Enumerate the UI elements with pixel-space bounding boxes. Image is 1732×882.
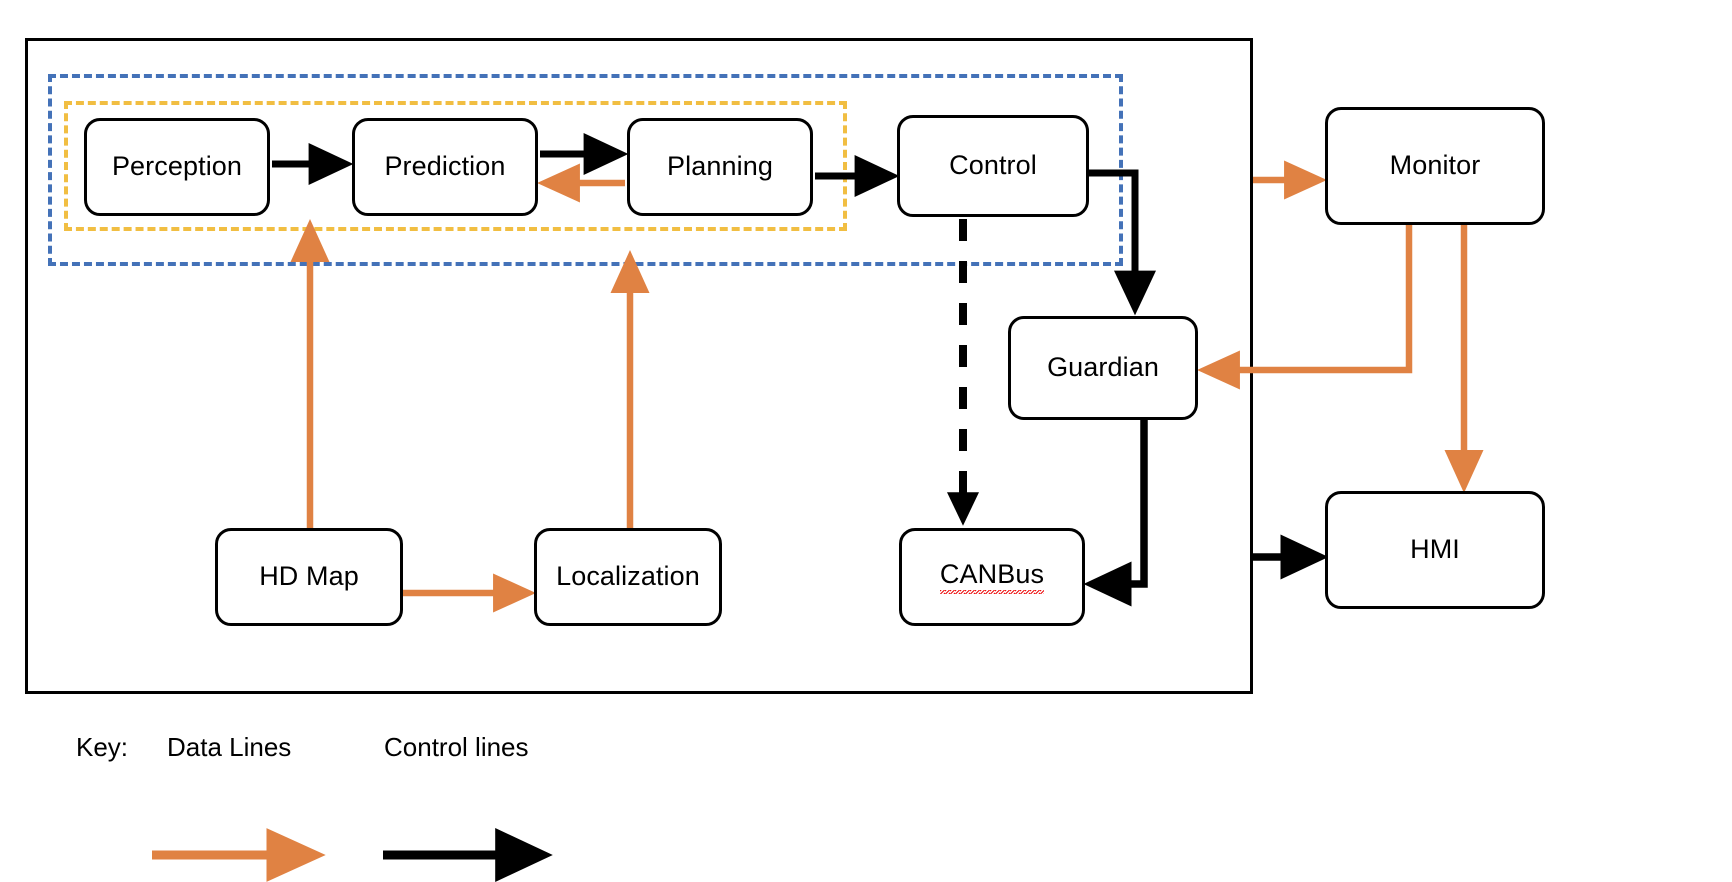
node-guardian-label: Guardian — [1047, 352, 1159, 383]
node-hd-map-label: HD Map — [259, 561, 359, 592]
node-hmi-label: HMI — [1410, 534, 1460, 565]
node-hd-map[interactable]: HD Map — [215, 528, 403, 626]
node-perception[interactable]: Perception — [84, 118, 270, 216]
key-label: Key: — [76, 732, 129, 762]
autonomy-stack-inner-group — [64, 101, 847, 231]
node-planning-label: Planning — [667, 151, 773, 182]
node-planning[interactable]: Planning — [627, 118, 813, 216]
key-control-lines-label: Control lines — [384, 732, 529, 762]
node-guardian[interactable]: Guardian — [1008, 316, 1198, 420]
node-prediction[interactable]: Prediction — [352, 118, 538, 216]
node-hmi[interactable]: HMI — [1325, 491, 1545, 609]
node-control-label: Control — [949, 150, 1037, 181]
node-localization-label: Localization — [556, 561, 700, 592]
key-data-lines-label: Data Lines — [167, 732, 292, 762]
node-monitor-label: Monitor — [1389, 150, 1481, 181]
node-perception-label: Perception — [111, 151, 243, 182]
node-prediction-label: Prediction — [384, 151, 506, 182]
node-canbus-label: CANBus — [939, 559, 1045, 595]
node-localization[interactable]: Localization — [534, 528, 722, 626]
node-canbus[interactable]: CANBus — [899, 528, 1085, 626]
node-monitor[interactable]: Monitor — [1325, 107, 1545, 225]
node-control[interactable]: Control — [897, 115, 1089, 217]
